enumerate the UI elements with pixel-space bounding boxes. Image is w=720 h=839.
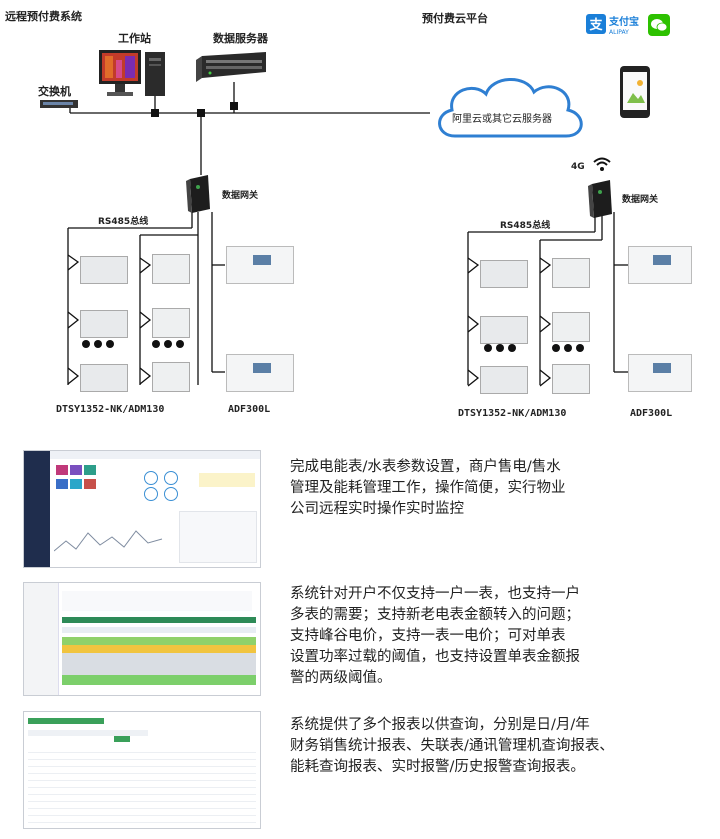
cloud-icon — [430, 68, 590, 148]
phone-icon — [619, 65, 651, 119]
meter-right-adf-2 — [628, 354, 692, 392]
feature-1-line-3: 公司远程实时操作实时监控 — [290, 501, 464, 517]
cloud-platform-label: 预付费云平台 — [422, 12, 488, 25]
feature-1-line-2: 管理及能耗管理工作，操作简便，实行物业 — [290, 480, 566, 496]
meter-group-left-b-label: ADF300L — [228, 404, 271, 415]
meter-right-adf-1 — [628, 246, 692, 284]
gateway-left-icon — [186, 173, 214, 213]
meter-left-1 — [80, 256, 128, 284]
alipay-en-text: ALIPAY — [609, 29, 629, 36]
gateway-right-icon — [588, 178, 616, 218]
feature-1-line-1: 完成电能表/水表参数设置，商户售电/售水 — [290, 459, 561, 475]
account-management-screenshot — [23, 582, 261, 696]
signal-4g-label: 4G — [571, 162, 585, 172]
switch-label: 交换机 — [38, 85, 71, 98]
wifi-icon — [592, 156, 612, 172]
feature-2-line-2: 多表的需要；支持新老电表金额转入的问题； — [290, 607, 580, 623]
meter-right-2 — [480, 316, 528, 344]
feature-2-line-3: 支持峰谷电价，支持一表一电价；可对单表 — [290, 628, 566, 644]
meter-left-2 — [80, 310, 128, 338]
gateway-right-label: 数据网关 — [622, 195, 659, 205]
cloud-server-label: 阿里云或其它云服务器 — [452, 114, 552, 125]
feature-2-description: 系统针对开户不仅支持一户一表，也支持一户 多表的需要；支持新老电表金额转入的问题… — [290, 584, 710, 689]
feature-2-line-4: 设置功率过载的阈值，也支持设置单表金额报 — [290, 649, 580, 665]
feature-2-line-5: 警的两级阈值。 — [290, 670, 392, 686]
meter-left-adf-1 — [226, 246, 294, 284]
rs485-right-label: RS485总线 — [500, 221, 551, 231]
feature-2-line-1: 系统针对开户不仅支持一户一表，也支持一户 — [290, 586, 580, 602]
meter-left-4 — [152, 254, 190, 284]
connection-lines — [67, 82, 628, 387]
wechat-icon — [648, 14, 670, 36]
meter-right-6 — [552, 364, 590, 394]
feature-3-line-1: 系统提供了多个报表以供查询，分别是日/月/年 — [290, 717, 590, 733]
meter-left-6 — [152, 362, 190, 392]
network-diagram: 远程预付费系统 预付费云平台 工作站 数据服务器 交换机 — [5, 10, 692, 419]
meter-left-5 — [152, 308, 190, 338]
system-title: 远程预付费系统 — [5, 10, 82, 23]
gateway-left-label: 数据网关 — [222, 191, 259, 201]
meter-right-4 — [552, 258, 590, 288]
meter-right-5 — [552, 312, 590, 342]
meter-group-right-a-label: DTSY1352-NK/ADM130 — [458, 408, 567, 419]
alipay-logo: 支 支付宝 ALIPAY — [586, 14, 644, 36]
report-screenshot — [23, 711, 261, 829]
alipay-text: 支付宝 — [608, 15, 639, 28]
dashboard-screenshot — [23, 450, 261, 568]
feature-3-line-3: 能耗查询报表、实时报警/历史报警查询报表。 — [290, 759, 585, 775]
feature-1-description: 完成电能表/水表参数设置，商户售电/售水 管理及能耗管理工作，操作简便，实行物业… — [290, 457, 710, 520]
meter-group-right-b-label: ADF300L — [630, 408, 673, 419]
svg-text:支: 支 — [588, 17, 603, 33]
data-server-label: 数据服务器 — [213, 32, 268, 45]
meter-left-3 — [80, 364, 128, 392]
rs485-left-label: RS485总线 — [98, 217, 149, 227]
server-icon — [196, 50, 268, 84]
feature-3-description: 系统提供了多个报表以供查询，分别是日/月/年 财务销售统计报表、失联表/通讯管理… — [290, 715, 710, 778]
meter-right-3 — [480, 366, 528, 394]
switch-icon — [40, 95, 80, 108]
feature-3-line-2: 财务销售统计报表、失联表/通讯管理机查询报表、 — [290, 738, 614, 754]
meter-right-1 — [480, 260, 528, 288]
workstation-icon — [97, 48, 169, 100]
workstation-label: 工作站 — [118, 32, 151, 45]
meter-group-left-a-label: DTSY1352-NK/ADM130 — [56, 404, 165, 415]
meter-left-adf-2 — [226, 354, 294, 392]
